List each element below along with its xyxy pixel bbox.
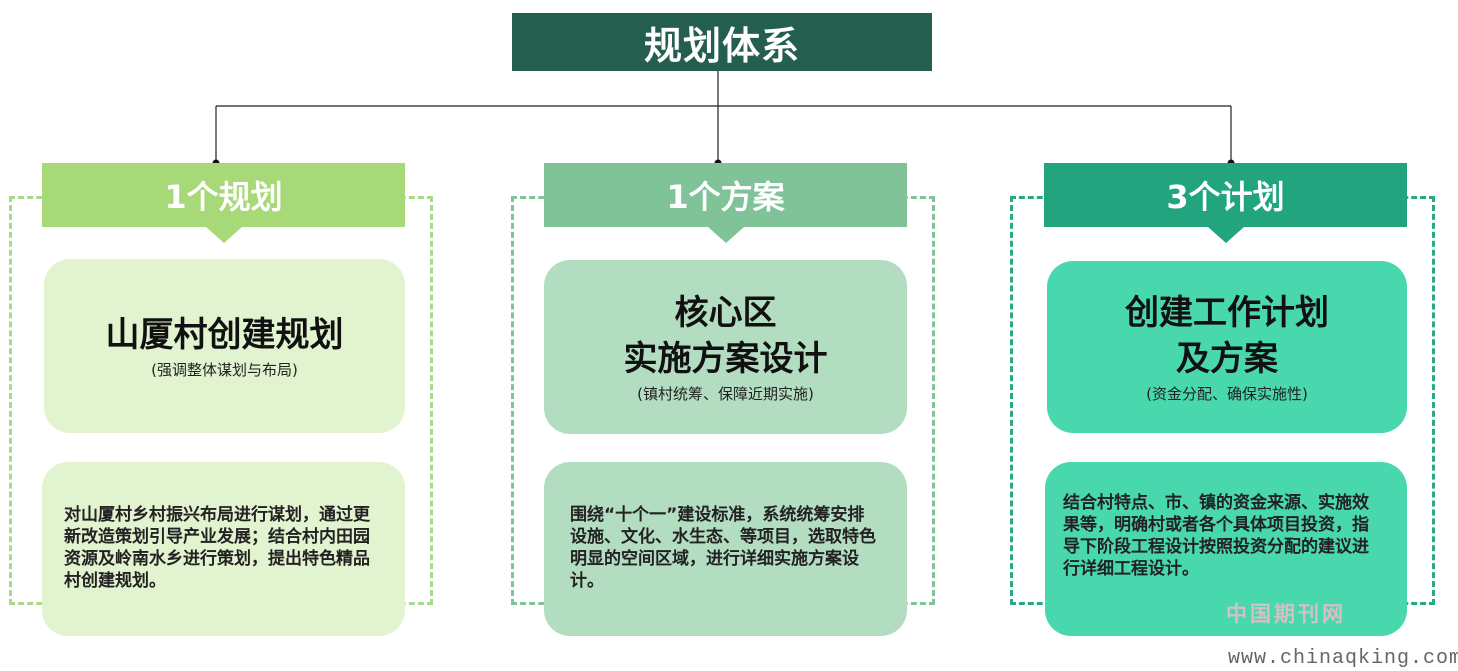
- root-title: 规划体系: [512, 13, 932, 71]
- category-header-2-label: 1个方案: [666, 178, 785, 216]
- subtitle-1: (强调整体谋划与布局): [151, 361, 298, 379]
- description-box-3: 结合村特点、市、镇的资金来源、实施效果等，明确村或者各个具体项目投资，指导下阶段…: [1045, 462, 1407, 636]
- category-header-1-label: 1个规划: [164, 178, 283, 216]
- description-box-2: 围绕“十个一”建设标准，系统统筹安排设施、文化、水生态、等项目，选取特色明显的空…: [544, 462, 907, 636]
- category-header-1: 1个规划: [42, 163, 405, 243]
- title-box-1: 山厦村创建规划 (强调整体谋划与布局): [44, 259, 405, 433]
- watermark-url: www.chinaqking.com: [1228, 647, 1458, 670]
- subtitle-2: (镇村统筹、保障近期实施): [637, 385, 814, 403]
- category-header-3: 3个计划: [1044, 163, 1407, 243]
- header-pointer-3: [1207, 227, 1244, 243]
- category-header-2: 1个方案: [544, 163, 907, 243]
- title-2-line-2: 实施方案设计: [623, 339, 828, 379]
- title-3-line-1: 创建工作计划: [1125, 293, 1329, 333]
- description-1-text: 对山厦村乡村振兴布局进行谋划，通过更新改造策划引导产业发展；结合村内田园资源及岭…: [64, 505, 370, 591]
- title-2-line-1: 核心区: [674, 293, 777, 333]
- title-1-line-1: 山厦村创建规划: [105, 315, 344, 355]
- header-pointer-2: [707, 227, 744, 243]
- subtitle-3: (资金分配、确保实施性): [1146, 385, 1308, 403]
- category-header-3-label: 3个计划: [1166, 178, 1285, 216]
- description-3-text: 结合村特点、市、镇的资金来源、实施效果等，明确村或者各个具体项目投资，指导下阶段…: [1063, 493, 1369, 579]
- title-3-line-2: 及方案: [1176, 339, 1278, 379]
- title-box-2: 核心区 实施方案设计 (镇村统筹、保障近期实施): [544, 260, 907, 434]
- description-box-1: 对山厦村乡村振兴布局进行谋划，通过更新改造策划引导产业发展；结合村内田园资源及岭…: [42, 462, 405, 636]
- header-pointer-1: [205, 227, 242, 243]
- description-2-text: 围绕“十个一”建设标准，系统统筹安排设施、文化、水生态、等项目，选取特色明显的空…: [570, 505, 876, 591]
- watermark-logo-text: 中国期刊网: [1226, 601, 1346, 626]
- title-box-3: 创建工作计划 及方案 (资金分配、确保实施性): [1047, 261, 1407, 433]
